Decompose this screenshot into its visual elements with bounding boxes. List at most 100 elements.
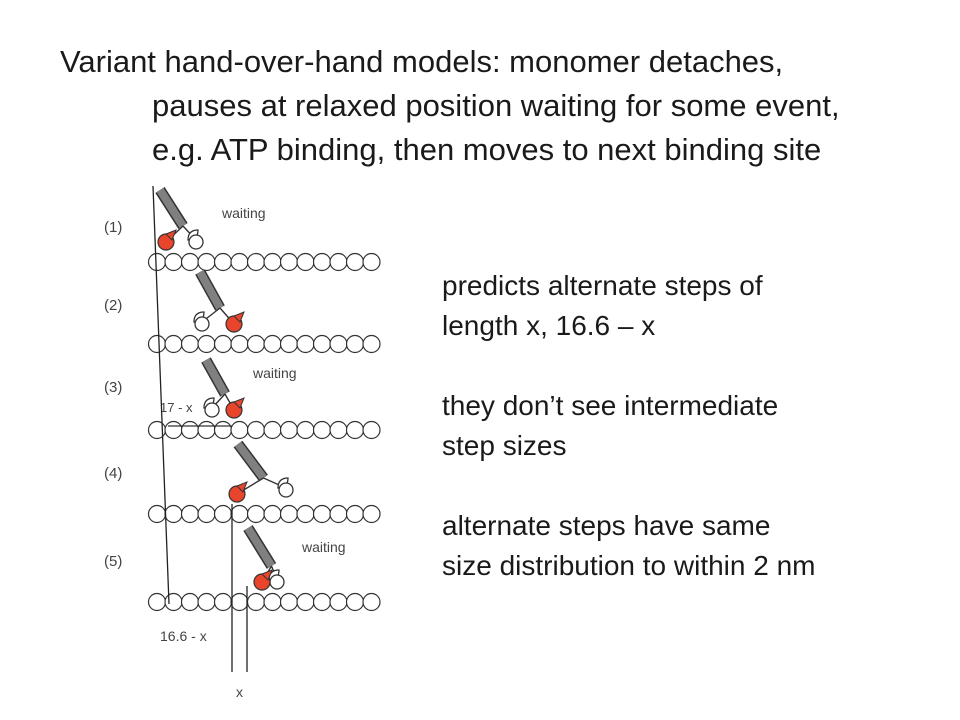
actin-bead xyxy=(312,420,332,440)
actin-bead xyxy=(164,592,183,612)
bound-head-tip xyxy=(165,229,177,241)
actin-bead xyxy=(197,420,216,440)
waiting-label: waiting xyxy=(301,539,346,555)
actin-bead xyxy=(164,420,183,440)
actin-bead xyxy=(197,592,216,612)
motor-stage: (5) waiting xyxy=(104,525,346,591)
actin-bead xyxy=(230,504,249,524)
actin-bead xyxy=(329,504,348,524)
motor-stage: (4) xyxy=(104,440,294,503)
actin-bead xyxy=(213,420,233,440)
actin-bead xyxy=(362,592,381,612)
actin-bead xyxy=(345,420,365,440)
actin-bead xyxy=(230,592,249,612)
bracket-label-short: x xyxy=(236,684,243,700)
bound-head-tip xyxy=(233,311,245,323)
bound-head-tip xyxy=(236,481,248,493)
actin-bead xyxy=(362,420,381,440)
actin-bead xyxy=(263,252,282,272)
actin-bead xyxy=(230,252,249,272)
actin-bead xyxy=(230,420,249,440)
actin-bead xyxy=(147,252,167,272)
motor-stage: (1) waiting xyxy=(104,187,266,251)
stage-label: (3) xyxy=(104,379,122,396)
actin-bead xyxy=(362,252,381,272)
actin-bead xyxy=(180,592,200,612)
actin-bead xyxy=(312,252,332,272)
actin-bead xyxy=(312,334,332,354)
actin-bead xyxy=(180,334,200,354)
actin-bead xyxy=(147,592,167,612)
actin-bead xyxy=(246,420,266,440)
note-1-line-1: predicts alternate steps of xyxy=(442,270,763,301)
actin-bead xyxy=(180,252,200,272)
actin-bead xyxy=(296,252,315,272)
actin-bead xyxy=(362,334,381,354)
actin-filament-row xyxy=(147,592,381,612)
actin-bead xyxy=(296,592,315,612)
actin-bead xyxy=(345,592,365,612)
actin-bead xyxy=(279,334,299,354)
notes-text: predicts alternate steps of length x, 16… xyxy=(442,266,816,586)
actin-filament-row xyxy=(147,334,381,354)
actin-filament-row xyxy=(147,420,381,440)
actin-filament-row xyxy=(147,504,381,524)
slide-title: Variant hand-over-hand models: monomer d… xyxy=(60,40,840,172)
free-head xyxy=(269,574,285,590)
actin-bead xyxy=(345,334,365,354)
motor-stage: (2) xyxy=(104,269,245,333)
actin-bead xyxy=(345,504,365,524)
actin-bead xyxy=(263,592,282,612)
actin-bead xyxy=(263,334,282,354)
free-head xyxy=(204,402,220,418)
note-3-line-2: size distribution to within 2 nm xyxy=(442,550,816,581)
actin-bead xyxy=(279,504,299,524)
actin-bead xyxy=(147,504,167,524)
actin-bead xyxy=(147,334,167,354)
actin-bead xyxy=(164,252,183,272)
reference-line xyxy=(152,185,170,605)
lever-arm xyxy=(202,358,229,396)
actin-bead xyxy=(296,334,315,354)
title-line-1: Variant hand-over-hand models: monomer d… xyxy=(60,44,784,79)
actin-bead xyxy=(197,504,216,524)
actin-bead xyxy=(164,504,183,524)
title-line-3: e.g. ATP binding, then moves to next bin… xyxy=(152,132,822,167)
actin-bead xyxy=(263,420,282,440)
stage-label: (4) xyxy=(104,465,122,482)
actin-bead xyxy=(329,252,348,272)
actin-bead xyxy=(246,252,266,272)
waiting-label: waiting xyxy=(252,365,297,381)
bound-head-tip xyxy=(233,397,245,409)
stage-label: (5) xyxy=(104,553,122,570)
actin-bead xyxy=(345,252,365,272)
stage-label: (1) xyxy=(104,219,122,236)
actin-bead xyxy=(296,420,315,440)
note-2-line-1: they don’t see intermediate xyxy=(442,390,779,421)
actin-bead xyxy=(164,334,183,354)
actin-bead xyxy=(329,334,348,354)
actin-bead xyxy=(263,504,282,524)
actin-bead xyxy=(246,504,266,524)
actin-bead xyxy=(279,252,299,272)
actin-bead xyxy=(180,420,200,440)
actin-bead xyxy=(213,252,233,272)
free-head xyxy=(278,482,294,498)
note-2-line-2: step sizes xyxy=(442,430,567,461)
note-3-line-1: alternate steps have same xyxy=(442,510,771,541)
free-head xyxy=(188,234,204,250)
distance-label: 17 - x xyxy=(160,400,193,415)
actin-bead xyxy=(246,592,266,612)
waiting-label: waiting xyxy=(221,205,266,221)
actin-bead xyxy=(329,420,348,440)
actin-bead xyxy=(213,334,233,354)
actin-bead xyxy=(329,592,348,612)
actin-filament-row xyxy=(147,252,381,272)
actin-bead xyxy=(213,504,233,524)
lever-arm xyxy=(234,441,267,481)
lever-arm xyxy=(196,270,224,310)
actin-bead xyxy=(230,334,249,354)
actin-bead xyxy=(279,592,299,612)
actin-bead xyxy=(197,252,216,272)
